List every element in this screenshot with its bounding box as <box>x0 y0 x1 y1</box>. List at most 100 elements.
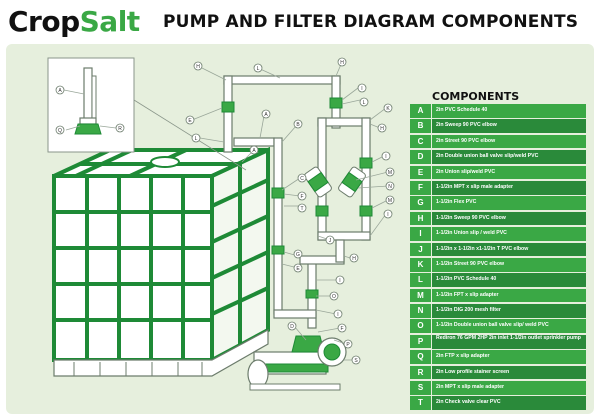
component-description: 1-1/2in Sweep 90 PVC elbow <box>432 211 586 226</box>
logo-text-salt: Salt <box>79 5 141 38</box>
tank-body <box>52 174 214 362</box>
component-letter: F <box>410 180 431 195</box>
component-letter: G <box>410 196 431 210</box>
page-title: PUMP AND FILTER DIAGRAM COMPONENTS <box>163 12 579 32</box>
callout-f-pump: F <box>340 326 343 332</box>
inset-detail <box>47 57 247 171</box>
callout-q-inset: Q <box>58 128 62 134</box>
valve-top-left <box>221 101 235 113</box>
component-description: 1-1/2in MPT x slip male adapter <box>432 180 586 195</box>
component-description: 1-1/2in Double union ball valve slip/ we… <box>432 319 586 334</box>
component-letter: C <box>410 134 431 149</box>
component-letter: R <box>410 365 431 380</box>
callout-bubbles: A Q R H L H I L E L A B A K <box>55 57 395 365</box>
callout-o-pump: O <box>332 294 336 300</box>
callout-l-left: L <box>195 136 198 142</box>
component-letter: N <box>410 304 431 318</box>
component-letter: H <box>410 211 431 226</box>
callout-i-lower: I <box>387 212 388 218</box>
component-description: 2in Low profile stainer screen <box>432 365 586 380</box>
callout-i-top: I <box>361 86 362 92</box>
callout-i-pump: I <box>339 278 340 284</box>
valve-right-upper <box>359 157 373 169</box>
pallet-slats <box>73 362 203 376</box>
tank-cage-bars <box>54 148 269 360</box>
component-description: 1-1/2in Union slip / weld PVC <box>432 227 586 241</box>
component-letter: Q <box>410 350 431 364</box>
callout-e-left: E <box>188 118 192 124</box>
callout-m-lower: M <box>388 198 392 204</box>
component-letter: E <box>410 165 431 180</box>
component-letter: K <box>410 257 431 272</box>
callout-p-pump: P <box>346 342 350 348</box>
callout-h-top: H <box>196 64 200 70</box>
component-letter: A <box>410 104 431 118</box>
callout-l-top: L <box>257 66 260 72</box>
component-description: 1-1/2in FPT x slip adapter <box>432 288 586 303</box>
valve-right-lower <box>359 205 373 217</box>
callout-a-inset: A <box>58 88 62 94</box>
component-description: 2in MPT x slip male adapter <box>432 381 586 395</box>
callout-e-pipe: E <box>296 266 300 272</box>
component-description: 2in Double union ball valve slip/weld PV… <box>432 150 586 164</box>
component-description: 2in PVC Schedule 40 <box>432 104 586 118</box>
component-description: 1-1/2in x 1-1/2in x1-1/2in T PVC elbow <box>432 242 586 257</box>
component-letter: L <box>410 273 431 287</box>
component-letter: M <box>410 288 431 303</box>
component-description: 2in Check valve clear PVC <box>432 396 586 411</box>
callout-a-pipe: A <box>264 112 268 118</box>
cropsalt-logo[interactable]: CropSalt <box>8 6 140 38</box>
component-description: 1-1/2in DIG 200 mesh filter <box>432 304 586 318</box>
callout-h-right: H <box>340 60 344 66</box>
callout-s-pump: S <box>354 358 358 364</box>
valves <box>221 97 373 299</box>
callout-k-right: K <box>386 106 390 112</box>
callout-f-pipe: F <box>300 194 303 200</box>
callout-j-pipe: J <box>329 238 332 244</box>
valve-top-right <box>329 97 343 109</box>
callout-d-pump: D <box>290 324 294 330</box>
callout-c-pipe: C <box>300 176 304 182</box>
callout-n-filter: N <box>388 184 392 190</box>
union-lower <box>305 289 319 299</box>
component-letter: P <box>410 334 431 349</box>
callout-r-inset: R <box>118 126 122 132</box>
union-mid <box>271 245 285 255</box>
component-description: 2in FTP x slip adapter <box>432 350 586 364</box>
pump <box>247 335 347 391</box>
component-letter: O <box>410 319 431 334</box>
valve-left-mid <box>315 205 329 217</box>
component-description: 2in Sweep 90 PVC elbow <box>432 119 586 133</box>
component-description: 2in Street 90 PVC elbow <box>432 134 586 149</box>
header: CropSalt PUMP AND FILTER DIAGRAM COMPONE… <box>0 0 600 44</box>
component-description: Rediron 76 GPM 2HP 2in inlet 1-1/2in out… <box>432 334 586 350</box>
component-letter: J <box>410 242 431 257</box>
components-title: COMPONENTS <box>432 90 520 103</box>
component-description: 1-1/2in Flex PVC <box>432 196 586 210</box>
logo-text-crop: Crop <box>8 5 80 38</box>
filter-left <box>304 166 332 198</box>
callout-t-pipe: T <box>300 206 303 212</box>
component-description: 2in Union slip/weld PVC <box>432 165 586 180</box>
callout-g-pipe: G <box>296 252 300 258</box>
union-left <box>271 187 285 199</box>
